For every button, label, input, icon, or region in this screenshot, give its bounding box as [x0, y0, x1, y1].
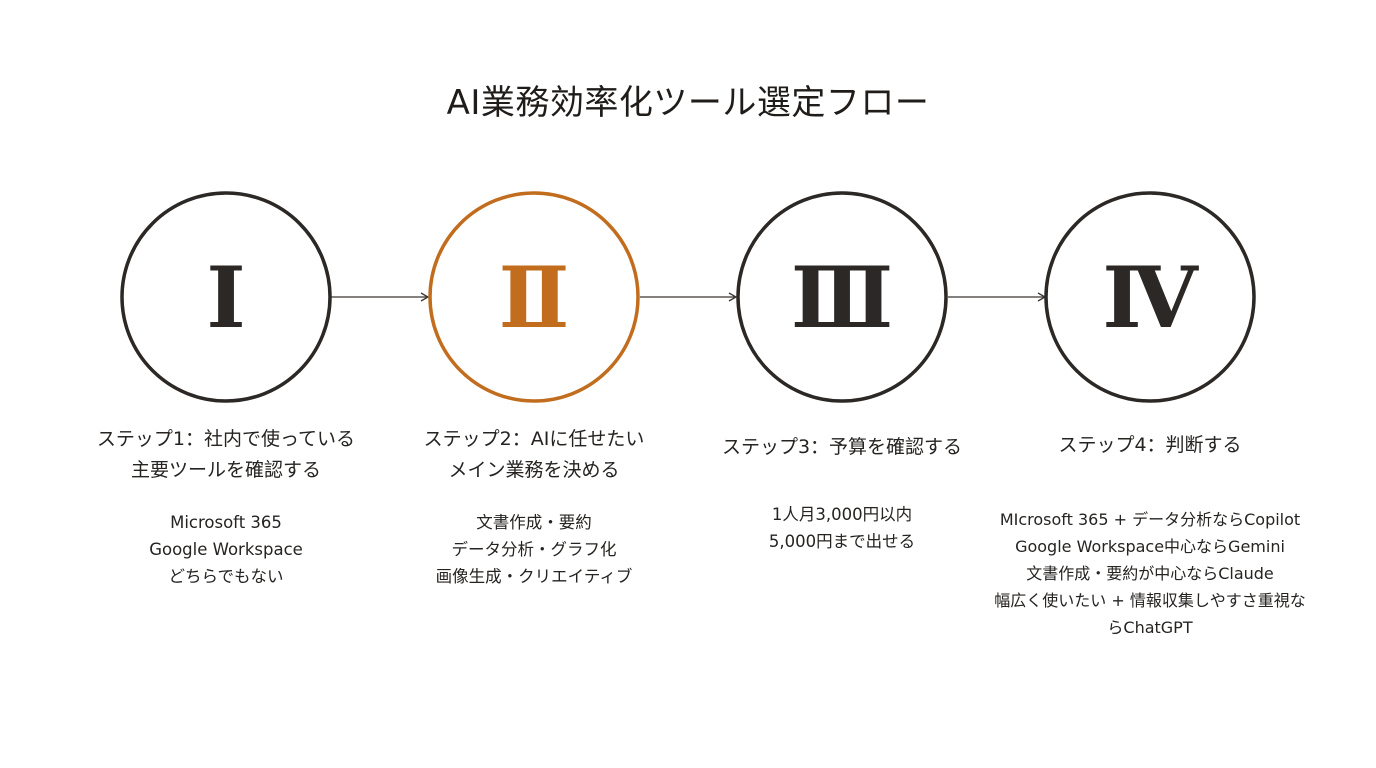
step-2-numeral: Ⅱ	[499, 248, 570, 347]
step-1-ring	[120, 191, 332, 403]
step-4-options: MIcrosoft 365 + データ分析ならCopilot Google Wo…	[960, 506, 1340, 641]
step-4-option: MIcrosoft 365 + データ分析ならCopilot	[999, 510, 1301, 529]
step-3-title: ステップ3：予算を確認する	[682, 432, 1002, 463]
step-1-title: ステップ1：社内で使っている 主要ツールを確認する	[66, 424, 386, 486]
step-4-option: 幅広く使いたい + 情報収集しやすさ重視な	[994, 591, 1306, 610]
step-1-title-line-1: ステップ1：社内で使っている	[96, 428, 356, 450]
step-2-option: 文書作成・要約	[476, 513, 592, 532]
step-2-title: ステップ2：AIに任せたい メイン業務を決める	[374, 424, 694, 486]
step-2-block: ステップ2：AIに任せたい メイン業務を決める 文書作成・要約 データ分析・グラ…	[374, 424, 694, 590]
step-1-title-line-2: 主要ツールを確認する	[130, 459, 321, 481]
step-1-options: Microsoft 365 Google Workspace どちらでもない	[66, 509, 386, 590]
flow-diagram: Ⅰ Ⅱ Ⅲ Ⅳ	[120, 191, 1256, 403]
step-1-option: Microsoft 365	[170, 513, 282, 532]
step-2-ring	[428, 191, 640, 403]
step-2-options: 文書作成・要約 データ分析・グラフ化 画像生成・クリエイティブ	[374, 509, 694, 590]
step-1-block: ステップ1：社内で使っている 主要ツールを確認する Microsoft 365 …	[66, 424, 386, 590]
page-title: AI業務効率化ツール選定フロー	[446, 83, 930, 123]
step-4-option: らChatGPT	[1107, 618, 1193, 637]
step-3-option: 5,000円まで出せる	[768, 532, 916, 551]
step-1-numeral: Ⅰ	[206, 248, 245, 347]
step-4-ring	[1044, 191, 1256, 403]
step-3-title-line-1: ステップ3：予算を確認する	[721, 436, 963, 458]
step-2-title-line-2: メイン業務を決める	[448, 459, 620, 481]
step-3-options: 1人月3,000円以内 5,000円まで出せる	[682, 501, 1002, 555]
step-2-node: Ⅱ	[428, 191, 640, 403]
step-4-option: Google Workspace中心ならGemini	[1015, 537, 1285, 556]
step-4-block: ステップ4：判断する MIcrosoft 365 + データ分析ならCopilo…	[960, 430, 1340, 641]
step-2-title-line-1: ステップ2：AIに任せたい	[423, 428, 645, 450]
step-1-option: どちらでもない	[168, 567, 284, 586]
step-4-title-line-1: ステップ4：判断する	[1058, 434, 1242, 456]
step-3-numeral: Ⅲ	[791, 248, 893, 347]
step-4-title: ステップ4：判断する	[960, 430, 1340, 461]
step-2-option: データ分析・グラフ化	[451, 540, 617, 559]
step-3-option: 1人月3,000円以内	[771, 505, 913, 524]
step-3-node: Ⅲ	[736, 191, 948, 403]
step-4-option: 文書作成・要約が中心ならClaude	[1026, 564, 1274, 583]
step-4-node: Ⅳ	[1044, 191, 1256, 403]
step-2-option: 画像生成・クリエイティブ	[435, 567, 633, 586]
step-1-option: Google Workspace	[149, 540, 303, 559]
step-4-numeral: Ⅳ	[1102, 248, 1199, 347]
step-3-ring	[736, 191, 948, 403]
step-1-node: Ⅰ	[120, 191, 332, 403]
step-3-block: ステップ3：予算を確認する 1人月3,000円以内 5,000円まで出せる	[682, 432, 1002, 555]
